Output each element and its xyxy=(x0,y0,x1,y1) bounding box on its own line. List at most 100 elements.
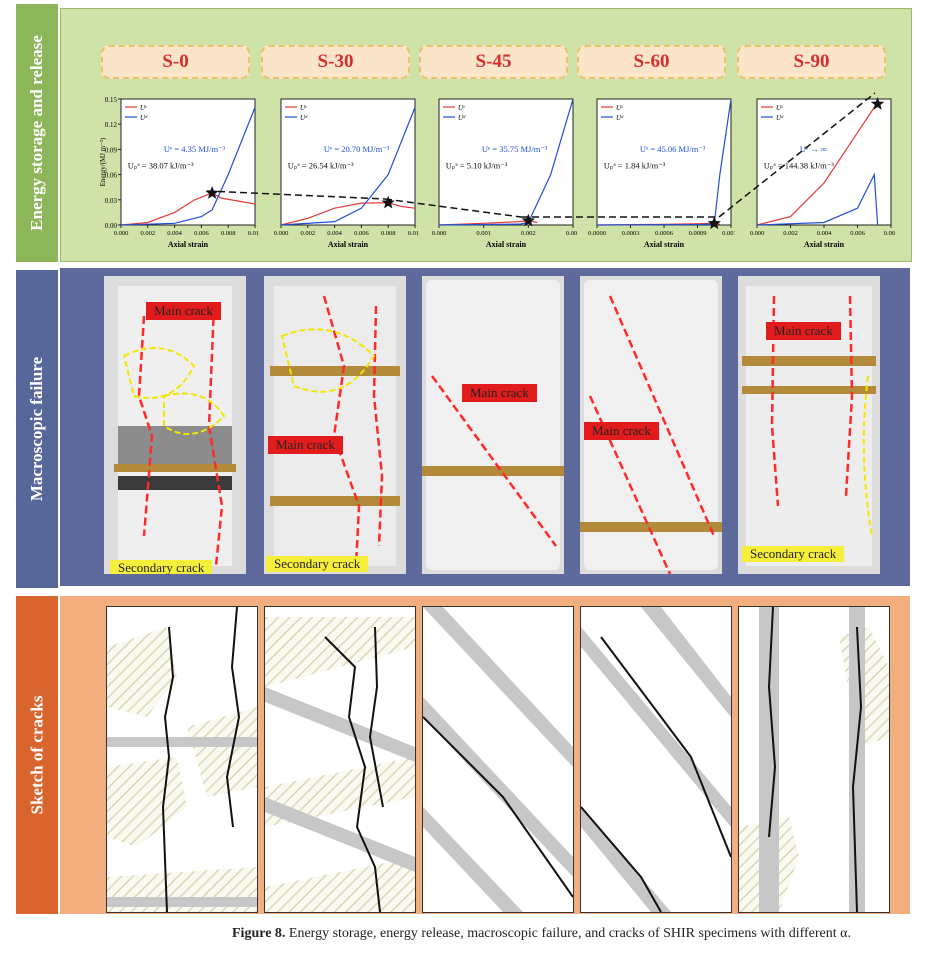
annotation-ue: Uᵉ = 20.70 MJ/m⁻³ xyxy=(324,144,390,154)
peak-star xyxy=(870,97,885,110)
energy-chart-s30: 0.000 0.002 0.004 0.006 0.008 0.010Axial stra… xyxy=(274,98,419,248)
x-tick-label: 0.008 xyxy=(884,230,895,237)
secondary-crack-label-s0: Secondary crack xyxy=(110,560,213,574)
specimen-tag-s0: S-0 xyxy=(101,45,250,79)
x-tick-label: 0.004 xyxy=(817,230,832,237)
main-crack-label-s0: Main crack xyxy=(146,302,221,320)
peak-star xyxy=(205,186,219,199)
specimen-tag-s45: S-45 xyxy=(419,45,568,79)
x-tick-label: 0.000 xyxy=(274,230,289,237)
peak-connector-overlay xyxy=(206,92,876,218)
sketch-drawing-s30 xyxy=(265,617,415,912)
side-label-sketch: Sketch of cracks xyxy=(16,596,58,914)
x-tick-label: 0.002 xyxy=(783,230,798,237)
sketch-drawing-s90 xyxy=(739,607,889,912)
x-tick-label: 0.008 xyxy=(221,230,236,237)
energy-chart-s90: 0.000 0.002 0.004 0.006 0.008Axial strain UᵉU… xyxy=(750,97,895,248)
photo-drawing-s0 xyxy=(114,286,236,567)
peak-connector-2 xyxy=(384,198,522,218)
x-tick-label: 0.004 xyxy=(167,230,182,237)
peak-star xyxy=(521,213,535,227)
crack-sketch-s30 xyxy=(264,606,416,913)
specimen-photo-s0: Main crack Secondary crack xyxy=(104,276,246,574)
plot-area xyxy=(756,98,892,226)
x-tick-label: 0.003 xyxy=(566,230,577,237)
crack-sketch-s60 xyxy=(580,606,732,913)
legend-label-ud: Uᵈ xyxy=(458,114,466,122)
x-axis-label: Axial strain xyxy=(168,240,209,248)
series-line-ue xyxy=(120,192,256,226)
x-axis-label: Axial strain xyxy=(804,240,845,248)
legend-label-ud: Uᵈ xyxy=(140,114,148,122)
figure-caption-text: Energy storage, energy release, macrosco… xyxy=(285,926,851,941)
x-tick-label: 0.006 xyxy=(354,230,369,237)
specimen-photo-s90: Main crack Secondary crack xyxy=(738,276,880,574)
main-crack-label-s60: Main crack xyxy=(584,422,659,440)
photo-drawing-s45 xyxy=(422,280,564,570)
side-label-energy: Energy storage and release xyxy=(16,4,58,262)
x-tick-label: 0.006 xyxy=(850,230,865,237)
sketch-drawing-s45 xyxy=(423,607,573,912)
x-tick-label: 0.000 xyxy=(750,230,765,237)
series-line-ud xyxy=(120,107,256,226)
y-tick-label: 0.06 xyxy=(105,172,118,180)
annotation-up: Uₚᵉ = 26.54 kJ/m⁻³ xyxy=(288,160,354,170)
specimen-photo-s45: Main crack xyxy=(422,276,564,574)
x-tick-label: 0.000 xyxy=(114,230,129,237)
x-tick-label: 0.010 xyxy=(408,230,419,237)
side-label-energy-text: Energy storage and release xyxy=(27,35,46,231)
annotation-up: Uₚᵉ = 1.84 kJ/m⁻³ xyxy=(604,160,666,170)
macro-panel: Main crack Secondary crack Main crack Se… xyxy=(60,268,910,586)
secondary-crack-label-s90: Secondary crack xyxy=(742,546,845,562)
x-axis-label: Axial strain xyxy=(328,240,369,248)
series-line-ud xyxy=(756,172,879,226)
peak-star xyxy=(381,195,395,209)
side-label-macro: Macroscopic failure xyxy=(16,270,58,588)
specimen-tag-s30: S-30 xyxy=(261,45,410,79)
specimen-photo-s30: Main crack Secondary crack xyxy=(264,276,406,574)
x-tick-label: 0.004 xyxy=(327,230,342,237)
main-crack-label-s30: Main crack xyxy=(268,436,343,454)
peak-connector-4 xyxy=(718,92,876,218)
plot-area xyxy=(438,98,574,226)
main-crack-label-s45: Main crack xyxy=(462,384,537,402)
annotation-ue: Uᵉ = 4.35 MJ/m⁻³ xyxy=(164,144,226,154)
legend-label-ue: Uᵉ xyxy=(776,104,784,112)
legend-label-ue: Uᵉ xyxy=(300,104,308,112)
y-tick-label: 0.00 xyxy=(105,222,118,230)
x-tick-label: 0.000 xyxy=(432,230,447,237)
peak-star xyxy=(707,216,721,230)
x-tick-label: 0.002 xyxy=(140,230,155,237)
series-line-ud xyxy=(280,107,416,226)
specimen-photo-s60: Main crack xyxy=(580,276,722,574)
annotation-ue: Uᵉ = 35.75 MJ/m⁻³ xyxy=(482,144,548,154)
side-label-macro-text: Macroscopic failure xyxy=(27,356,46,502)
figure-number: Figure 8. xyxy=(232,926,286,941)
x-tick-label: 0.008 xyxy=(381,230,396,237)
series-line-ue xyxy=(280,202,416,226)
sketch-drawing-s60 xyxy=(581,607,731,912)
y-axis-label: Energy/(MJ m⁻³) xyxy=(99,137,107,186)
annotation-up: Uₚᵉ = 144.38 kJ/m⁻³ xyxy=(764,160,835,170)
legend-label-ue: Uᵉ xyxy=(458,104,466,112)
crack-sketch-s45 xyxy=(422,606,574,913)
side-label-sketch-text: Sketch of cracks xyxy=(27,695,47,815)
annotation-ue: Uᵉ = 45.06 MJ/m⁻³ xyxy=(640,144,706,154)
main-crack-label-s90: Main crack xyxy=(766,322,841,340)
annotation-up: Uₚᵉ = 38.07 kJ/m⁻³ xyxy=(128,160,194,170)
peak-connector-1 xyxy=(206,190,386,200)
x-tick-label: 0.002 xyxy=(300,230,315,237)
x-axis-label: Axial strain xyxy=(486,240,527,248)
x-tick-label: 0.0006 xyxy=(655,230,674,237)
x-axis-label: Axial strain xyxy=(644,240,685,248)
x-tick-label: 0.010 xyxy=(248,230,259,237)
specimen-tag-s60: S-60 xyxy=(577,45,726,79)
annotation-up: Uₚᵉ = 5.10 kJ/m⁻³ xyxy=(446,160,508,170)
sketch-drawing-s0 xyxy=(107,607,257,912)
annotation-ue: Uᵉ → ∞ xyxy=(800,144,827,154)
x-tick-label: 0.006 xyxy=(194,230,209,237)
legend-label-ue: Uᵉ xyxy=(616,104,624,112)
